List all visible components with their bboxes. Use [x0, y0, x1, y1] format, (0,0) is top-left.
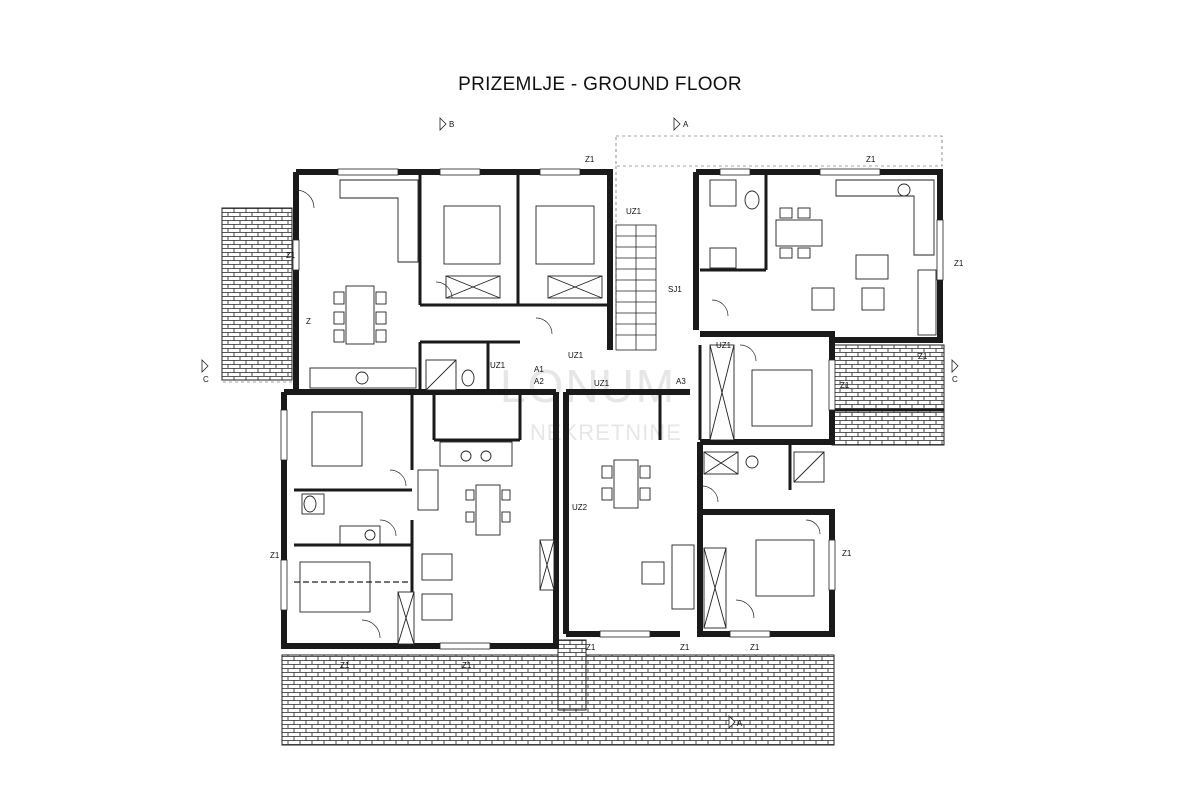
terrace-south-gap: [557, 639, 587, 711]
label-z1-west: Z1: [286, 251, 296, 260]
svg-text:B: B: [449, 120, 454, 129]
label-a2: A2: [534, 377, 544, 386]
terrace-east: [831, 344, 945, 446]
label-z1-north: Z1: [585, 155, 595, 164]
watermark: LONUM NEKRETNINE: [500, 360, 681, 445]
door-swings: [295, 189, 821, 639]
terraces: [221, 207, 945, 746]
label-z1-south-west: Z1: [270, 551, 280, 560]
label-z1-terrace-east: Z1: [918, 352, 928, 361]
label-uz2: UZ2: [572, 503, 588, 512]
label-z1-south-1: Z1: [340, 661, 350, 670]
label-z: Z: [306, 317, 311, 326]
label-uz1-bath: UZ1: [490, 361, 506, 370]
furniture: [299, 179, 937, 645]
label-z1-east: Z1: [954, 259, 964, 268]
element-labels: Z1 Z1 Z1 Z1 Z UZ1 SJ1 UZ1 UZ1 UZ1 Z1 Z1 …: [270, 155, 964, 670]
label-uz1-east: UZ1: [716, 341, 732, 350]
interior-walls: [294, 172, 944, 646]
svg-text:C: C: [203, 375, 209, 384]
svg-text:A: A: [737, 719, 743, 728]
label-sj1: SJ1: [668, 285, 682, 294]
label-z1-south-2: Z1: [462, 661, 472, 670]
label-uz1-stair: UZ1: [626, 207, 642, 216]
stairs: [615, 224, 657, 351]
section-marker-c-left: C: [201, 359, 209, 384]
svg-text:A: A: [683, 120, 689, 129]
label-z1-south-5: Z1: [750, 643, 760, 652]
label-z1-south-3: Z1: [586, 643, 596, 652]
label-z1-east-wall: Z1: [840, 381, 850, 390]
windows: [280, 168, 944, 650]
svg-text:C: C: [952, 375, 958, 384]
section-marker-a-bottom: A: [728, 715, 743, 729]
label-z1-south-4: Z1: [680, 643, 690, 652]
watermark-line1: LONUM: [500, 360, 676, 412]
section-marker-b-top: B: [439, 117, 454, 131]
page-title: PRIZEMLJE - GROUND FLOOR: [458, 74, 742, 95]
section-markers: B A A C C: [201, 117, 959, 729]
terrace-west: [221, 207, 293, 381]
label-z1-north-east: Z1: [866, 155, 876, 164]
label-uz1-hall: UZ1: [568, 351, 584, 360]
section-marker-a-top: A: [673, 117, 689, 131]
section-marker-c-right: C: [951, 359, 959, 384]
label-a3: A3: [676, 377, 686, 386]
label-uz1-central: UZ1: [594, 379, 610, 388]
label-a1: A1: [534, 365, 544, 374]
label-z1-south-east: Z1: [842, 549, 852, 558]
